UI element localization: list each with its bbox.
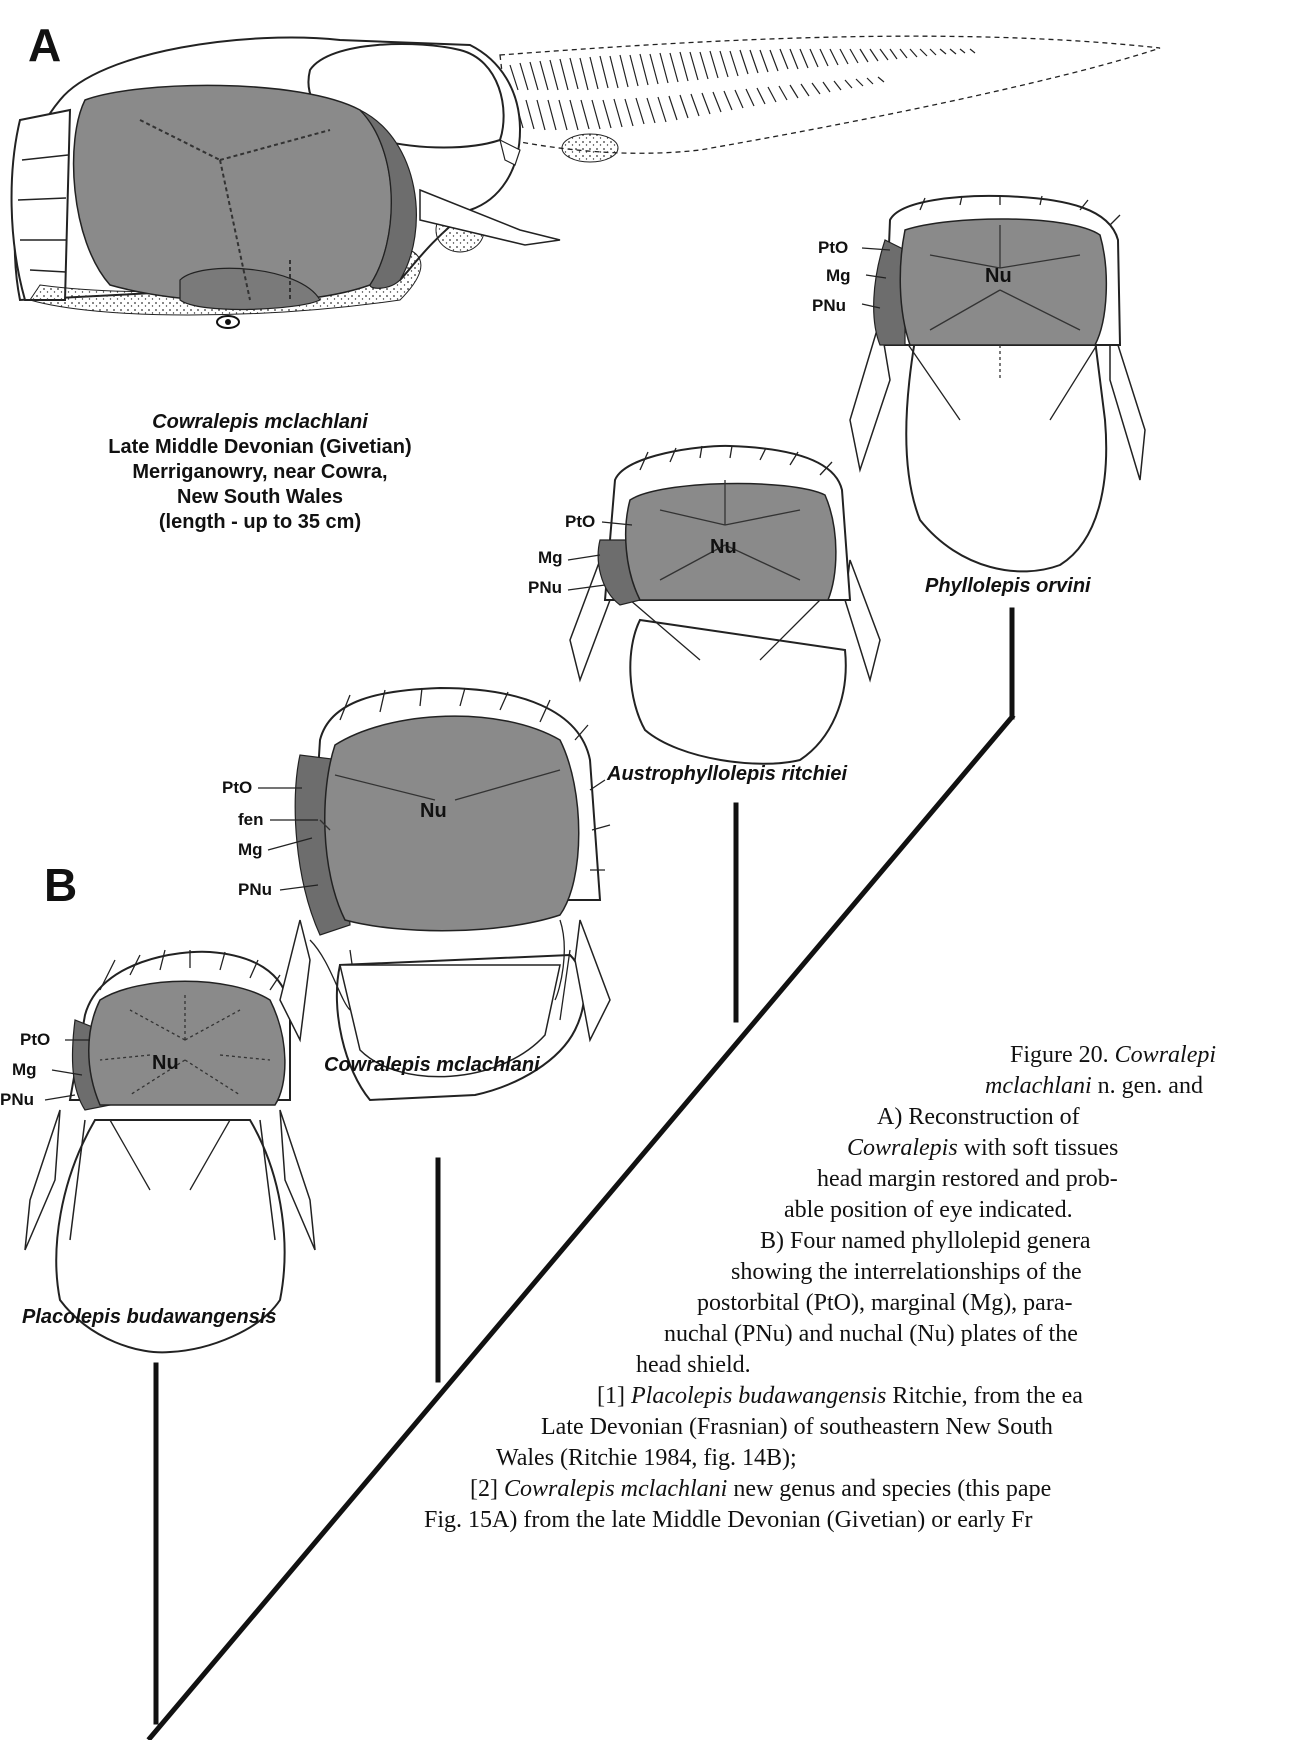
nuchal-plate-placolepis: [89, 981, 285, 1105]
reconstruction-caption: Cowralepis mclachlani Late Middle Devoni…: [70, 410, 450, 535]
caption-line-8: showing the interrelationships of the: [731, 1257, 1082, 1288]
phyllolepis-drawing: [850, 196, 1145, 572]
phyllolepis-pnu-label: PNu: [812, 296, 846, 316]
placolepis-pnu-label: PNu: [0, 1090, 34, 1110]
austrophyllolepis-mg-label: Mg: [538, 548, 563, 568]
caption-line-3: A) Reconstruction of: [877, 1102, 1080, 1133]
caption-line-15: [2] Cowralepis mclachlani new genus and …: [470, 1474, 1051, 1505]
placolepis-mg-label: Mg: [12, 1060, 37, 1080]
placolepis-pto-label: PtO: [20, 1030, 50, 1050]
caption-line-10: nuchal (PNu) and nuchal (Nu) plates of t…: [664, 1319, 1078, 1350]
reconstruction-line-1: Late Middle Devonian (Givetian): [70, 435, 450, 460]
reconstruction-species: Cowralepis mclachlani: [70, 410, 450, 435]
phyllolepis-nu-label: Nu: [985, 265, 1012, 288]
cowralepis-fen-label: fen: [238, 810, 264, 830]
placolepis-name: Placolepis budawangensis: [22, 1306, 277, 1329]
caption-line-6: able position of eye indicated.: [784, 1195, 1073, 1226]
cowralepis-name: Cowralepis mclachlani: [324, 1054, 540, 1077]
tail-ribs: [510, 49, 975, 130]
caption-line-7: B) Four named phyllolepid genera: [760, 1226, 1091, 1257]
caption-line-4: Cowralepis with soft tissues: [847, 1133, 1118, 1164]
austrophyllolepis-name: Austrophyllolepis ritchiei: [607, 763, 847, 786]
caption-line-14: Wales (Ritchie 1984, fig. 14B);: [496, 1443, 797, 1474]
phyllolepis-pto-label: PtO: [818, 238, 848, 258]
cowralepis-nu-label: Nu: [420, 800, 447, 823]
cowralepis-pnu-label: PNu: [238, 880, 272, 900]
austrophyllolepis-pnu-label: PNu: [528, 578, 562, 598]
caption-line-2: mclachlani n. gen. and: [985, 1071, 1203, 1102]
austrophyllolepis-drawing: [568, 446, 880, 764]
phyllolepis-mg-label: Mg: [826, 266, 851, 286]
phyllolepis-name: Phyllolepis orvini: [925, 575, 1091, 598]
placolepis-nu-label: Nu: [152, 1052, 179, 1075]
caption-line-16: Fig. 15A) from the late Middle Devonian …: [424, 1505, 1033, 1536]
austrophyllolepis-nu-label: Nu: [710, 536, 737, 559]
caption-line-1: Figure 20. Cowralepi: [1010, 1040, 1216, 1071]
reconstruction-line-2: Merriganowry, near Cowra,: [70, 460, 450, 485]
austrophyllolepis-pto-label: PtO: [565, 512, 595, 532]
caption-line-9: postorbital (PtO), marginal (Mg), para-: [697, 1288, 1072, 1319]
caption-line-5: head margin restored and prob-: [817, 1164, 1118, 1195]
caption-line-11: head shield.: [636, 1350, 751, 1381]
reconstruction-line-3: New South Wales: [70, 485, 450, 510]
cowralepis-mg-label: Mg: [238, 840, 263, 860]
caption-line-12: [1] Placolepis budawangensis Ritchie, fr…: [597, 1381, 1083, 1412]
cowralepis-drawing: [258, 688, 610, 1100]
reconstruction-line-4: (length - up to 35 cm): [70, 510, 450, 535]
cowralepis-pto-label: PtO: [222, 778, 252, 798]
nuchal-plate-cowralepis: [325, 716, 579, 931]
caption-line-13: Late Devonian (Frasnian) of southeastern…: [541, 1412, 1053, 1443]
placolepis-drawing: [25, 950, 315, 1352]
